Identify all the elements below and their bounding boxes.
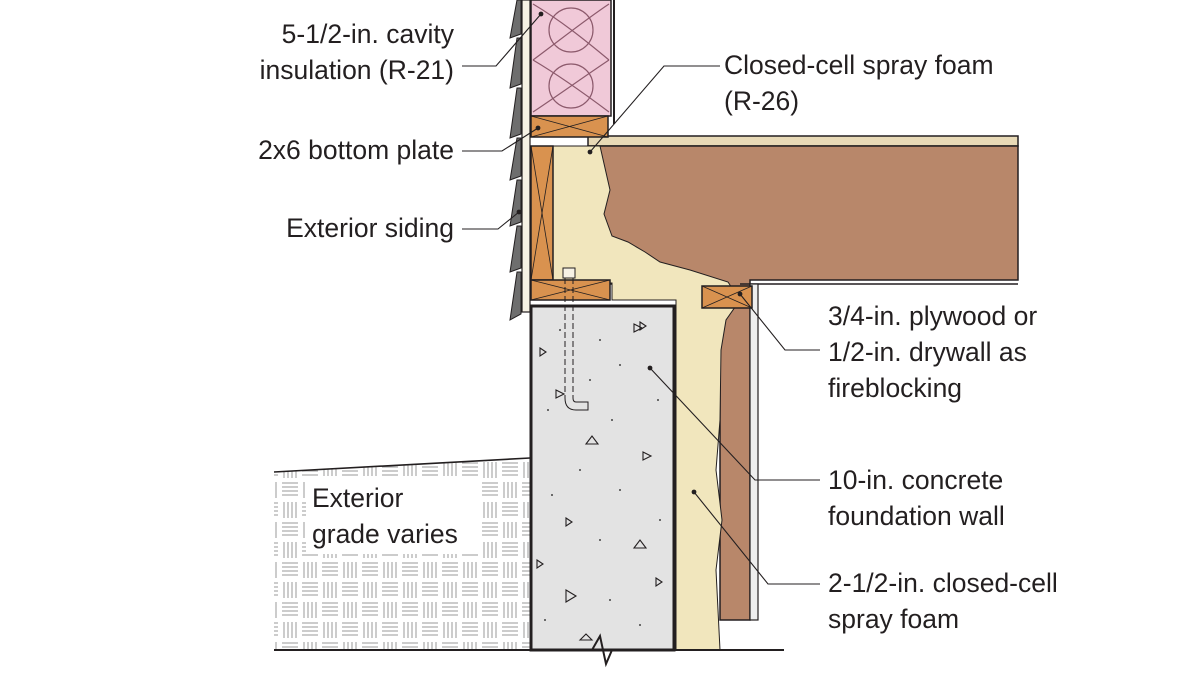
leader-bottom-plate <box>462 127 539 152</box>
sheathing <box>521 0 531 313</box>
concrete-speckle <box>544 329 661 626</box>
anchor-bolt <box>562 267 589 411</box>
subfloor <box>587 135 1019 147</box>
exterior-siding <box>509 0 522 321</box>
fireblocking-label: 3/4-in. plywood or 1/2-in. drywall as fi… <box>828 301 1038 403</box>
leader-cavity-insulation <box>462 13 542 67</box>
siding-label: Exterior siding <box>286 213 454 243</box>
bottom-plate-label: 2x6 bottom plate <box>258 135 454 165</box>
grade-label-backdrop <box>306 476 482 554</box>
leader-spray-foam-top <box>589 65 720 153</box>
sill-plate <box>530 279 611 301</box>
ground-line <box>274 633 784 668</box>
spray-foam-top-label: Closed-cell spray foam (R-26) <box>724 50 994 116</box>
cavity-insulation <box>530 0 612 117</box>
concrete-foundation-wall <box>529 304 676 652</box>
leader-fireblocking <box>739 293 820 351</box>
spray-foam-rim <box>552 145 741 651</box>
bottom-plate <box>530 115 609 138</box>
insulation-batt-pattern <box>532 3 610 113</box>
rim-board <box>530 145 554 281</box>
leader-dots <box>516 11 743 495</box>
cavity-insulation-label: 5-1/2-in. cavity insulation (R-21) <box>259 19 454 85</box>
drywall <box>749 283 759 621</box>
fireblocking <box>701 285 753 309</box>
leader-foundation-wall <box>649 367 820 481</box>
leader-siding <box>462 211 520 230</box>
leader-spray-foam-wall <box>693 491 820 585</box>
spray-foam-wall-label: 2-1/2-in. closed-cell spray foam <box>828 568 1058 634</box>
grade-label: Exterior grade varies <box>312 483 458 549</box>
foundation-wall-label: 10-in. concrete foundation wall <box>828 465 1005 531</box>
concrete-aggregate <box>536 320 663 641</box>
leader-lines <box>462 13 820 585</box>
grade-line <box>273 457 531 473</box>
